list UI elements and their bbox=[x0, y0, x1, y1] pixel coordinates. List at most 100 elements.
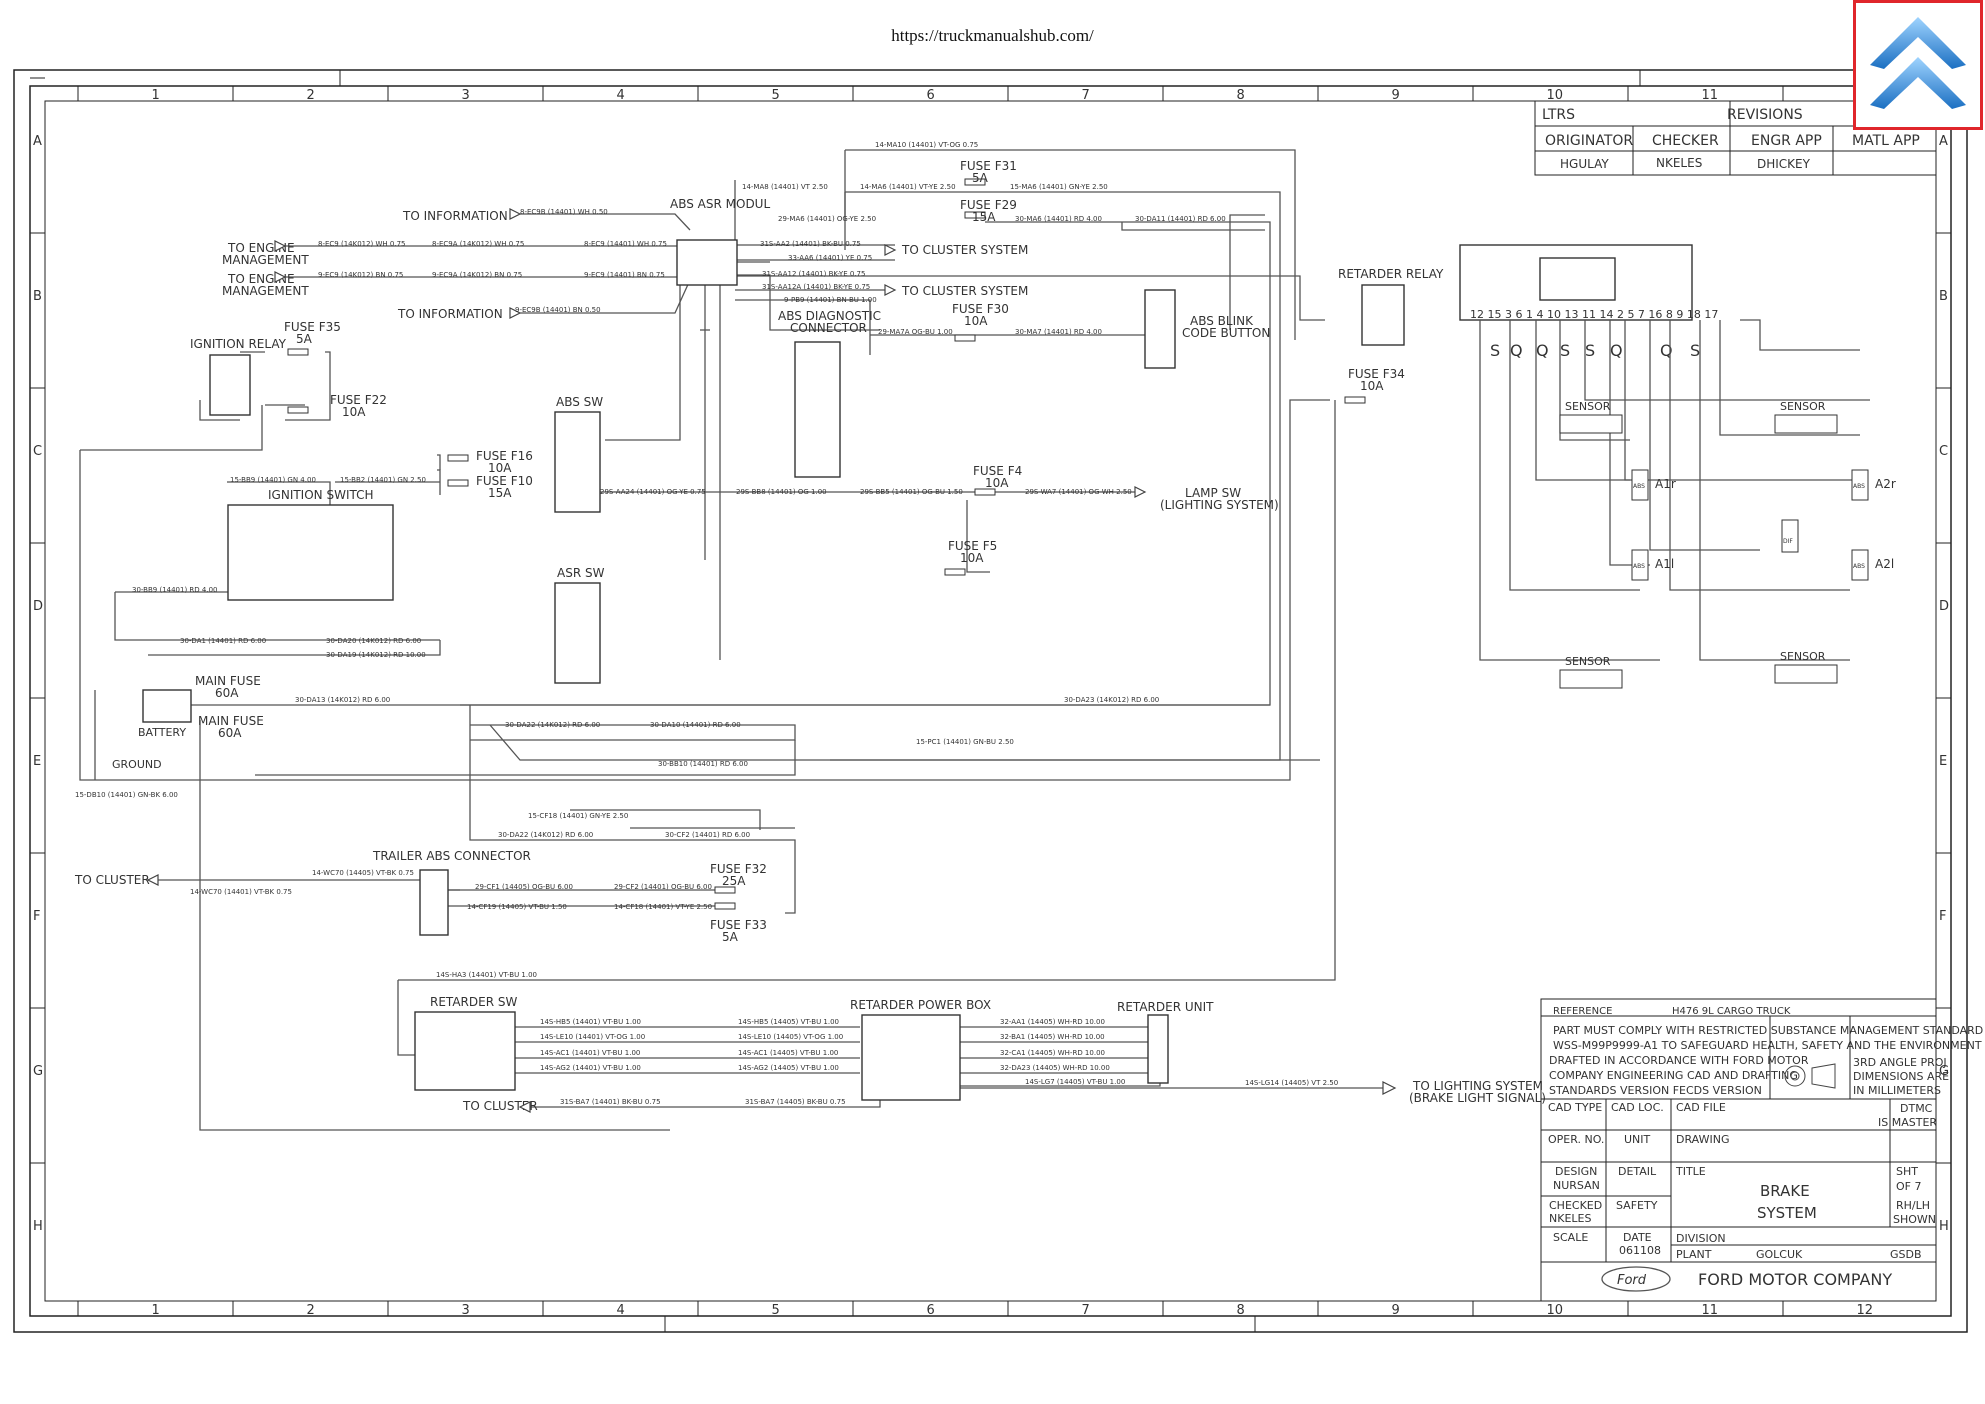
main-fuse-2-amp: 60A bbox=[218, 726, 242, 740]
dtmc: DTMC bbox=[1900, 1102, 1933, 1115]
dif-valve-label: DIF bbox=[1783, 538, 1793, 545]
column-number: 8 bbox=[1237, 88, 1245, 103]
fuse-name: FUSE F31 bbox=[960, 159, 1017, 173]
row-letter: H bbox=[1939, 1219, 1949, 1234]
row-letter: B bbox=[1939, 289, 1948, 304]
lamp-sw-2: (LIGHTING SYSTEM) bbox=[1160, 498, 1279, 512]
wire-label: 29S-AA24 (14401) OG-YE 0.75 bbox=[600, 488, 706, 496]
fuse-name: FUSE F5 bbox=[948, 539, 997, 553]
scroll-to-top-button[interactable] bbox=[1853, 0, 1983, 130]
sensor-label: SENSOR bbox=[1565, 400, 1611, 413]
wire-label: 30-MA6 (14401) RD 4.00 bbox=[1015, 215, 1102, 223]
fuse-symbol bbox=[447, 479, 469, 487]
sensor-pin-type: S bbox=[1690, 341, 1700, 360]
wire-label: 29-MA7A OG-BU 1.00 bbox=[878, 328, 953, 336]
wire-label: 14-MA8 (14401) VT 2.50 bbox=[742, 183, 828, 191]
wire-label: 15-PC1 (14401) GN-BU 2.50 bbox=[916, 738, 1014, 746]
to-cluster-left: TO CLUSTER bbox=[74, 873, 150, 887]
fuse-amp: 10A bbox=[488, 461, 512, 475]
valve-position-label: A2l bbox=[1875, 557, 1894, 571]
abs-asr-modul-label: ABS ASR MODUL bbox=[670, 197, 770, 211]
wire-label: 14S-LE10 (14401) VT-OG 1.00 bbox=[540, 1033, 645, 1041]
column-number: 7 bbox=[1082, 88, 1090, 103]
wire-label: 8-EC9B (14401) WH 0.50 bbox=[520, 208, 608, 216]
to-lighting-2: (BRAKE LIGHT SIGNAL) bbox=[1409, 1091, 1546, 1105]
row-letter: E bbox=[1939, 754, 1947, 769]
sensor-label: SENSOR bbox=[1565, 655, 1611, 668]
wire-label: 31S-AA2 (14401) BK-BU 0.75 bbox=[760, 240, 861, 248]
abs-valve-label: ABS bbox=[1853, 483, 1865, 490]
wire-label: 14S-HA3 (14401) VT-BU 1.00 bbox=[436, 971, 537, 979]
wire-label: 14-WC70 (14401) VT-BK 0.75 bbox=[190, 888, 292, 896]
wire-label: 14-CF19 (14405) VT-BU 1.50 bbox=[467, 903, 567, 911]
wire-label: 14S-LE10 (14405) VT-OG 1.00 bbox=[738, 1033, 843, 1041]
retarder-power-box-label: RETARDER POWER BOX bbox=[850, 998, 991, 1012]
title-2: SYSTEM bbox=[1757, 1204, 1817, 1222]
source-url[interactable]: https://truckmanualshub.com/ bbox=[891, 26, 1094, 45]
lamp-sw-1: LAMP SW bbox=[1185, 486, 1241, 500]
fuse-amp: 5A bbox=[722, 930, 739, 944]
ignition-relay: IGNITION RELAY bbox=[190, 337, 287, 416]
fuse-symbol bbox=[974, 488, 996, 496]
plant: PLANT bbox=[1676, 1248, 1712, 1261]
title-label: TITLE bbox=[1675, 1165, 1706, 1178]
asr-sw-label: ASR SW bbox=[557, 566, 605, 580]
column-number: 3 bbox=[462, 1303, 470, 1318]
abs-diagnostic-connector: ABS DIAGNOSTIC CONNECTOR bbox=[778, 309, 881, 478]
wire-label: 31S-AA12A (14401) BK-YE 0.75 bbox=[762, 283, 870, 291]
valve-position-label: A1l bbox=[1655, 557, 1674, 571]
cad-file: CAD FILE bbox=[1676, 1101, 1726, 1114]
to-information-1: TO INFORMATION bbox=[402, 209, 508, 223]
revisions-label: REVISIONS bbox=[1727, 107, 1803, 123]
column-number: 10 bbox=[1547, 1303, 1564, 1318]
abs-blink-label-2: CODE BUTTON bbox=[1182, 326, 1270, 340]
fuse-symbol bbox=[287, 406, 309, 414]
column-number: 10 bbox=[1547, 88, 1564, 103]
fuse-amp: 5A bbox=[972, 171, 989, 185]
fuse-name: FUSE F4 bbox=[973, 464, 1022, 478]
double-chevron-up-icon bbox=[1870, 17, 1966, 109]
fuse-symbol bbox=[964, 211, 986, 219]
wire-label: 9-PB9 (14401) BN-BU 1.00 bbox=[784, 296, 877, 304]
checker-label: CHECKER bbox=[1652, 133, 1719, 149]
wire-label: 14S-HB5 (14405) VT-BU 1.00 bbox=[738, 1018, 839, 1026]
trailer-abs-label: TRAILER ABS CONNECTOR bbox=[372, 849, 531, 863]
retarder-relay-label: RETARDER RELAY bbox=[1338, 267, 1444, 281]
company-name: FORD MOTOR COMPANY bbox=[1698, 1270, 1892, 1289]
wire-label: 14S-AC1 (14401) VT-BU 1.00 bbox=[540, 1049, 640, 1057]
column-number: 6 bbox=[927, 88, 935, 103]
wire-label: 9-EC9A (14K012) BN 0.75 bbox=[432, 271, 522, 279]
abs-modulator-valve-symbol bbox=[1631, 469, 1649, 501]
fuse-amp: 10A bbox=[342, 405, 366, 419]
wire-label: 30-DA19 (14K012) RD 10.00 bbox=[326, 651, 426, 659]
abs-valve-label: ABS bbox=[1633, 483, 1645, 490]
dif-valve-symbol bbox=[1781, 519, 1799, 553]
fuse-amp: 25A bbox=[722, 874, 746, 888]
wire-label: 30-DA11 (14401) RD 6.00 bbox=[1135, 215, 1226, 223]
cad-loc: CAD LOC. bbox=[1611, 1101, 1664, 1114]
row-letter: D bbox=[33, 599, 43, 614]
wire-label: 8-EC9 (14K012) WH 0.75 bbox=[318, 240, 406, 248]
matl-app-label: MATL APP bbox=[1852, 133, 1920, 149]
wire-label: 14S-HB5 (14401) VT-BU 1.00 bbox=[540, 1018, 641, 1026]
column-number: 2 bbox=[307, 1303, 315, 1318]
row-letter: B bbox=[33, 289, 42, 304]
sensor-pin-type: S bbox=[1585, 341, 1595, 360]
oper-no: OPER. NO. bbox=[1548, 1133, 1604, 1146]
sensor-pin-type: Q bbox=[1660, 341, 1673, 360]
column-number: 5 bbox=[772, 1303, 780, 1318]
wire-label: 30-DA20 (14K012) RD 6.00 bbox=[326, 637, 421, 645]
rh-lh: RH/LH bbox=[1896, 1199, 1930, 1212]
wire-label: 30-DA22 (14K012) RD 6.00 bbox=[498, 831, 593, 839]
sensor-pin-type: S bbox=[1490, 341, 1500, 360]
wire-label: 32-BA1 (14405) WH-RD 10.00 bbox=[1000, 1033, 1105, 1041]
row-letter: C bbox=[1939, 444, 1948, 459]
fuse-amp: 10A bbox=[985, 476, 1009, 490]
trailer-abs-connector: TRAILER ABS CONNECTOR bbox=[372, 849, 531, 936]
row-letter: E bbox=[33, 754, 41, 769]
main-fuse-1-label: MAIN FUSE bbox=[195, 674, 261, 688]
ignition-relay-label: IGNITION RELAY bbox=[190, 337, 287, 351]
valve-position-label: A2r bbox=[1875, 477, 1896, 491]
